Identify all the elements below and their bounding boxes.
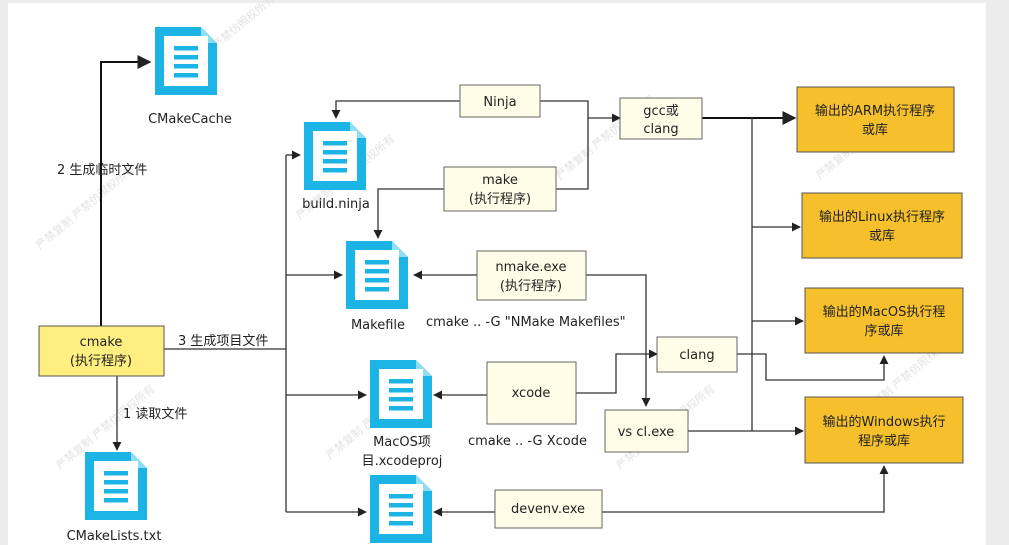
node-output-macos-label-2: 序或库 bbox=[864, 323, 903, 339]
edge-label-nmake-cmd: cmake .. -G "NMake Makefiles" bbox=[426, 315, 626, 330]
file-macos-proj: MacOS项 目.xcodeproj bbox=[362, 360, 443, 469]
file-macos-proj-label-1: MacOS项 bbox=[373, 435, 431, 450]
document-icon bbox=[304, 122, 366, 190]
edge-label-step2: 2 生成临时文件 bbox=[57, 163, 147, 178]
document-icon bbox=[370, 475, 432, 543]
file-macos-proj-label-2: 目.xcodeproj bbox=[362, 454, 443, 469]
file-cmakecache-label: CMakeCache bbox=[148, 112, 232, 127]
node-output-linux-label-2: 或库 bbox=[869, 228, 895, 244]
node-output-linux-label-1: 输出的Linux执行程序 bbox=[819, 209, 945, 225]
edge-clang-to-macos bbox=[737, 353, 889, 381]
edge-make-to-gcc bbox=[556, 118, 589, 190]
node-clang-label: clang bbox=[679, 348, 714, 363]
node-nmake-label-2: (执行程序) bbox=[500, 279, 562, 294]
edge-label-xcode-cmd: cmake .. -G Xcode bbox=[468, 434, 587, 449]
file-makefile-label: Makefile bbox=[351, 318, 405, 333]
node-output-macos: 输出的MacOS执行程 序或库 bbox=[804, 287, 964, 354]
edge-label-step3: 3 生成项目文件 bbox=[178, 334, 268, 349]
node-gcc-label-1: gcc或 bbox=[643, 104, 679, 119]
node-output-macos-label-1: 输出的MacOS执行程 bbox=[823, 304, 946, 320]
node-cmake: cmake (执行程序) bbox=[38, 325, 165, 377]
edge-ninja-to-gcc bbox=[540, 100, 621, 123]
node-make: make (执行程序) bbox=[443, 166, 557, 212]
edge-xcode-to-clang bbox=[576, 349, 658, 394]
node-output-arm: 输出的ARM执行程序 或库 bbox=[796, 86, 955, 153]
node-output-arm-label-1: 输出的ARM执行程序 bbox=[815, 103, 935, 119]
file-buildninja-label: build.ninja bbox=[302, 197, 370, 212]
node-devenv: devenv.exe bbox=[494, 489, 603, 529]
node-devenv-label: devenv.exe bbox=[511, 502, 585, 517]
node-output-linux: 输出的Linux执行程序 或库 bbox=[801, 192, 963, 259]
node-gcc-label-2: clang bbox=[643, 122, 678, 137]
node-cmake-label-1: cmake bbox=[80, 335, 123, 350]
node-nmake-label-1: nmake.exe bbox=[495, 260, 566, 275]
node-make-label-1: make bbox=[482, 173, 518, 188]
node-vscl: vs cl.exe bbox=[604, 409, 689, 453]
file-makefile: Makefile bbox=[346, 241, 408, 333]
node-clang: clang bbox=[656, 336, 738, 373]
edge-make-to-makefile bbox=[373, 188, 444, 239]
node-xcode-label: xcode bbox=[512, 386, 551, 401]
document-icon bbox=[370, 360, 432, 428]
document-icon bbox=[346, 241, 408, 309]
edge-ninja-to-buildninja bbox=[331, 100, 460, 119]
edge-label-step1: 1 读取文件 bbox=[123, 407, 187, 422]
file-cmakelists: CMakeLists.txt bbox=[67, 452, 162, 544]
edge-devenv-to-windows bbox=[602, 465, 889, 513]
node-output-windows-label-1: 输出的Windows执行 bbox=[822, 414, 945, 430]
edges bbox=[100, 55, 889, 517]
node-gcc: gcc或 clang bbox=[619, 97, 703, 140]
file-cmakecache: CMakeCache bbox=[148, 27, 232, 127]
file-buildninja: build.ninja bbox=[302, 122, 370, 212]
node-xcode: xcode bbox=[486, 361, 577, 425]
node-ninja: Ninja bbox=[459, 84, 541, 118]
node-make-label-2: (执行程序) bbox=[469, 192, 531, 207]
document-icon bbox=[85, 452, 147, 520]
node-cmake-label-2: (执行程序) bbox=[70, 354, 132, 369]
node-output-windows: 输出的Windows执行 程序或库 bbox=[804, 396, 964, 464]
edge-cmake-to-cmakecache bbox=[100, 55, 152, 326]
node-output-arm-label-2: 或库 bbox=[862, 122, 888, 138]
file-vs-proj bbox=[370, 475, 432, 543]
file-cmakelists-label: CMakeLists.txt bbox=[67, 529, 162, 544]
node-ninja-label: Ninja bbox=[483, 95, 516, 110]
node-vscl-label: vs cl.exe bbox=[618, 425, 675, 440]
edge-nmake-to-vscl bbox=[586, 274, 651, 407]
node-nmake: nmake.exe (执行程序) bbox=[476, 250, 587, 301]
node-output-windows-label-2: 程序或库 bbox=[858, 433, 910, 449]
document-icon bbox=[155, 27, 217, 95]
